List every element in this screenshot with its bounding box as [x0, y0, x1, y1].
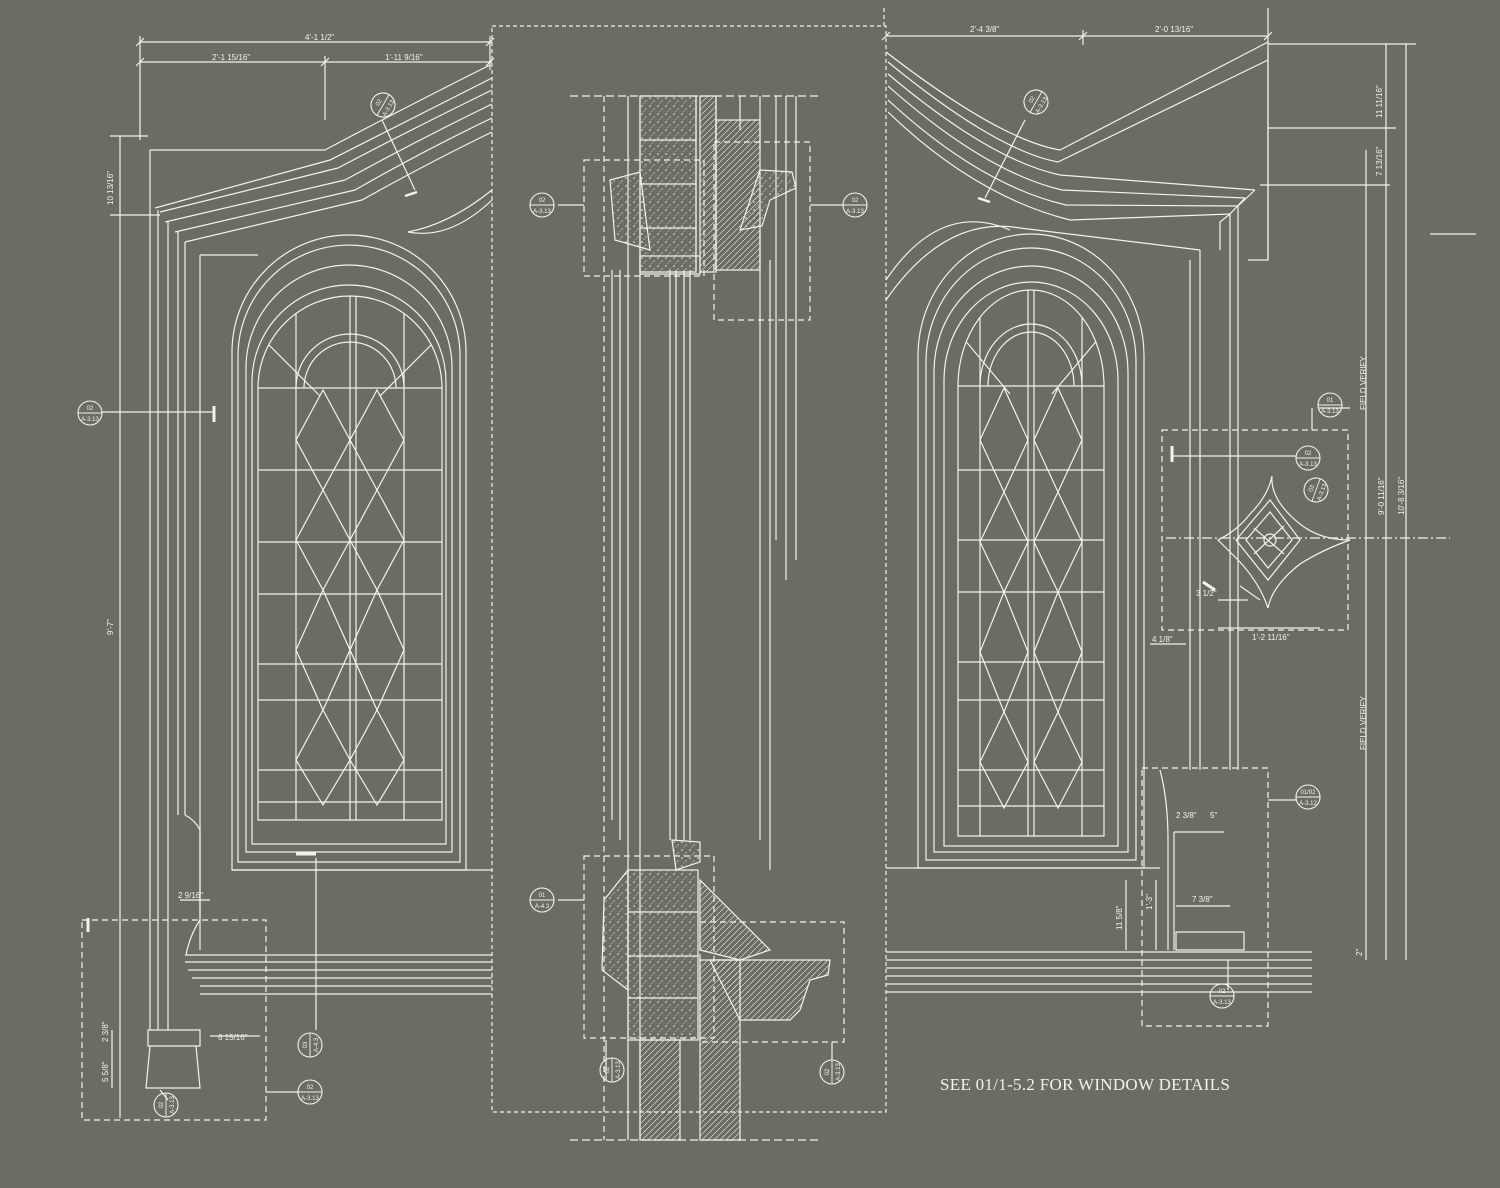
- field-verify-upper: FIELD VERIFY: [1359, 356, 1368, 410]
- dim-right-h-b: 10'-8 3/16": [1397, 477, 1406, 515]
- tag-sheet: A-3.13: [1213, 1000, 1231, 1006]
- tag-sheet: A-3.13: [616, 1061, 622, 1079]
- section-tags: 02A-3.1302A-3.1302A-3.1302A-3.1302A-3.13…: [77, 89, 1343, 1118]
- dim-right-a: 2'-4 3/8": [970, 25, 999, 34]
- section-tag-bubble: 02A-3.13: [1209, 983, 1235, 1009]
- dimension-labels: 4'-1 1/2" 2'-1 15/16" 1'-11 9/16" 10 13/…: [101, 25, 1406, 1082]
- section-tag-bubble: 02A-3.13: [77, 400, 103, 426]
- section-tag-bubble: 01A-3.13: [1317, 392, 1343, 418]
- section-tag-bubble: 02A-3.13: [1023, 89, 1049, 115]
- tag-number: 02: [375, 98, 384, 107]
- tag-number: 02: [605, 1066, 611, 1073]
- section-tag-bubble: 02A-3.13: [842, 192, 868, 218]
- dim-sill-e: 7 3/8": [1192, 895, 1213, 904]
- tag-sheet: A-3.13: [846, 209, 864, 215]
- left-window-elevation: [81, 36, 495, 1121]
- tag-number: 02: [825, 1068, 831, 1075]
- dim-sill-a: 2 3/8": [1176, 811, 1197, 820]
- dim-left-base-a: 2 9/16": [178, 891, 203, 900]
- tag-sheet: A-3.12: [1299, 801, 1317, 807]
- section-tag-bubble: 02A-3.13: [370, 92, 396, 118]
- dim-left-head: 10 13/16": [106, 171, 115, 205]
- dim-left-base-b: 2 3/8": [101, 1021, 110, 1042]
- section-tag-bubble: 02 A-3.13: [819, 1059, 845, 1085]
- tag-number: 03: [1308, 484, 1316, 493]
- dim-sill-c: 11 5/8": [1115, 905, 1124, 930]
- dim-left-b: 1'-11 9/16": [385, 53, 423, 62]
- dim-ornament-side: 4 1/8": [1152, 635, 1173, 644]
- tag-sheet: A-3.13: [301, 1096, 319, 1102]
- section-tag-bubble: 01/02A-3.12: [1295, 784, 1321, 810]
- dim-ornament-width: 1'-2 11/16": [1252, 633, 1290, 642]
- dim-left-height: 9'-7": [106, 619, 115, 635]
- dim-right-b: 2'-0 13/16": [1155, 25, 1193, 34]
- section-tag-bubble: 02A-3.13: [1295, 445, 1321, 471]
- field-verify-lower: FIELD VERIFY: [1359, 696, 1368, 750]
- tag-sheet: A-4.3: [314, 1037, 320, 1052]
- tag-number: 01: [1327, 398, 1334, 404]
- dim-ornament-offset: 3 1/2": [1196, 589, 1217, 598]
- dim-left-base-d: 6 15/16": [218, 1033, 248, 1042]
- tag-sheet: A-4.3: [535, 904, 550, 910]
- dim-right-head-a: 11 11/16": [1375, 85, 1384, 118]
- dim-overall-left: 4'-1 1/2": [305, 33, 334, 42]
- wall-section: [491, 8, 887, 1141]
- tag-number: 02: [159, 1101, 165, 1108]
- dim-sill-f: 2": [1355, 949, 1364, 956]
- tag-sheet: A-3.13: [81, 417, 99, 423]
- tag-number: 02: [1028, 95, 1037, 104]
- tag-number: 02: [307, 1085, 314, 1091]
- tag-sheet: A-3.13: [1317, 482, 1329, 501]
- tag-number: 02: [1305, 451, 1312, 457]
- section-tag-bubble: 01A-4.3: [529, 887, 555, 913]
- tag-number: 02: [87, 406, 94, 412]
- section-tag-bubble: 03 A-4.3: [297, 1032, 323, 1058]
- tag-number: 02: [1219, 989, 1226, 995]
- right-window-elevation: [881, 8, 1476, 1027]
- tag-number: 02: [852, 198, 859, 204]
- section-tag-bubble: 02 A-3.13: [599, 1057, 625, 1083]
- window-details-note: SEE 01/1-5.2 FOR WINDOW DETAILS: [940, 1075, 1230, 1094]
- tag-number: 02: [539, 198, 546, 204]
- tag-sheet: A-3.13: [836, 1063, 842, 1081]
- tag-sheet: A-3.13: [1321, 409, 1339, 415]
- tag-number: 01: [539, 893, 546, 899]
- dim-left-base-c: 5 5/8": [101, 1061, 110, 1082]
- dim-right-head-b: 7 13/16": [1375, 146, 1384, 176]
- dim-left-a: 2'-1 15/16": [212, 53, 250, 62]
- tag-number: 01/02: [1300, 790, 1316, 796]
- dim-sill-d: 1'-3": [1145, 894, 1154, 910]
- tag-sheet: A-3.13: [533, 209, 551, 215]
- section-tag-bubble: 02 A-3.13: [153, 1092, 179, 1118]
- tag-sheet: A-3.13: [1299, 462, 1317, 468]
- section-tag-bubble: 02A-3.13: [297, 1079, 323, 1105]
- section-tag-bubble: 02A-3.13: [529, 192, 555, 218]
- tag-sheet: A-3.13: [170, 1096, 176, 1114]
- tag-number: 03: [303, 1041, 309, 1048]
- dim-right-h-a: 9'-0 11/16": [1377, 477, 1386, 515]
- dim-sill-b: 5": [1210, 811, 1217, 820]
